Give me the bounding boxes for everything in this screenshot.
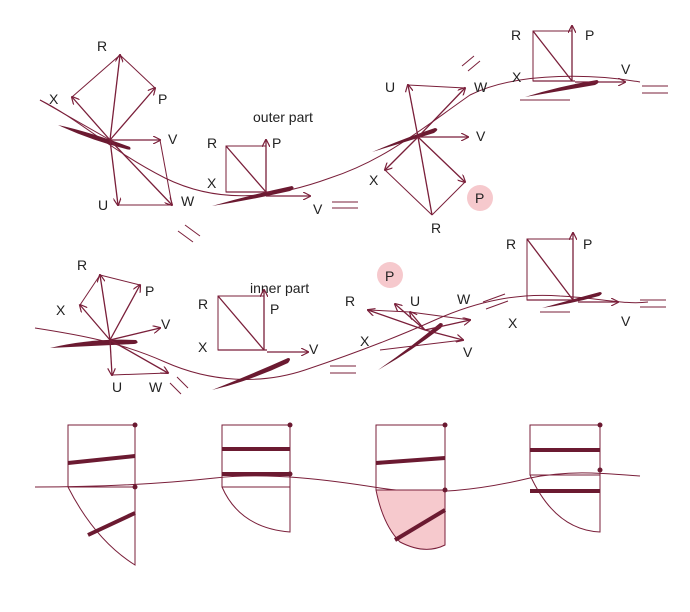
outer-part: R X P V U W outer part R P X V [39,26,668,243]
inner-4-label-X: X [508,315,518,331]
outer-1-label-U: U [98,197,108,213]
inner-part: R P X V U W inner part R P X V [34,233,666,395]
inner-3-label-X: X [360,333,370,349]
outer-3-label-P: P [475,190,484,206]
outer-1-label-P: P [158,91,167,107]
outer-2-label-R: R [207,135,217,151]
outer-3-label-X: X [369,172,379,188]
caption-inner-part: inner part [250,280,309,296]
inner-frame-1: R P X V U W [50,257,189,395]
inner-1-label-U: U [112,379,122,395]
outer-foil-3 [372,128,438,152]
inner-3-highlight-P [377,262,403,288]
inner-2-label-X: X [198,339,208,355]
outer-foil-1 [58,125,131,150]
outer-foil-4 [525,80,599,97]
outer-3-highlight-P [467,185,493,211]
inner-1-label-R: R [77,257,87,273]
planform-path-curve [34,472,641,493]
inner-1-label-X: X [56,302,66,318]
planform-1 [67,422,138,566]
outer-3-label-V: V [476,128,486,144]
outer-1-label-X: X [49,91,59,107]
planform-3-fill [376,490,445,550]
outer-1-label-R: R [97,38,107,54]
inner-3-label-R: R [345,293,355,309]
inner-foil-3 [378,323,443,370]
outer-1-label-V: V [168,131,178,147]
outer-3-label-R: R [431,220,441,236]
outer-frame-4: R P X V [511,26,668,101]
planform-3 [375,422,448,550]
inner-path-curve [34,294,649,380]
caption-outer-part: outer part [253,109,313,125]
inner-3-label-W: W [457,291,471,307]
inner-2-label-V: V [309,341,319,357]
outer-3-label-W: W [474,79,488,95]
outer-2-label-X: X [207,175,217,191]
outer-4-label-P: P [585,27,594,43]
inner-2-label-P: P [270,301,279,317]
inner-foil-1 [50,339,138,348]
outer-4-label-V: V [621,61,631,77]
outer-3-label-U: U [385,79,395,95]
fin-planforms [34,422,641,566]
outer-frame-3: U W V X P R [369,55,493,236]
outer-2-label-V: V [313,201,323,217]
outer-frame-2: R P X V [207,135,358,217]
outer-path-curve [39,75,641,197]
inner-frame-4: R P X V [506,233,666,331]
inner-1-label-P: P [145,283,154,299]
inner-1-label-W: W [149,379,163,395]
planform-4 [529,422,603,533]
inner-3-label-U: U [410,293,420,309]
outer-4-label-R: R [511,27,521,43]
inner-1-label-V: V [161,316,171,332]
planform-2 [221,422,293,533]
inner-4-label-V: V [621,313,631,329]
inner-3-label-P: P [385,268,394,284]
inner-3-label-V: V [463,344,473,360]
outer-4-label-X: X [512,69,522,85]
inner-2-label-R: R [198,296,208,312]
outer-2-label-P: P [272,135,281,151]
inner-frame-2: R P X V [198,290,356,390]
inner-foil-2 [212,358,290,390]
outer-frame-1: R X P V U W [39,38,201,243]
outer-foil-2 [212,186,294,206]
inner-frame-3: P R U W X V [345,262,509,370]
outer-1-label-W: W [181,193,195,209]
inner-4-label-P: P [583,236,592,252]
inner-4-label-R: R [506,236,516,252]
